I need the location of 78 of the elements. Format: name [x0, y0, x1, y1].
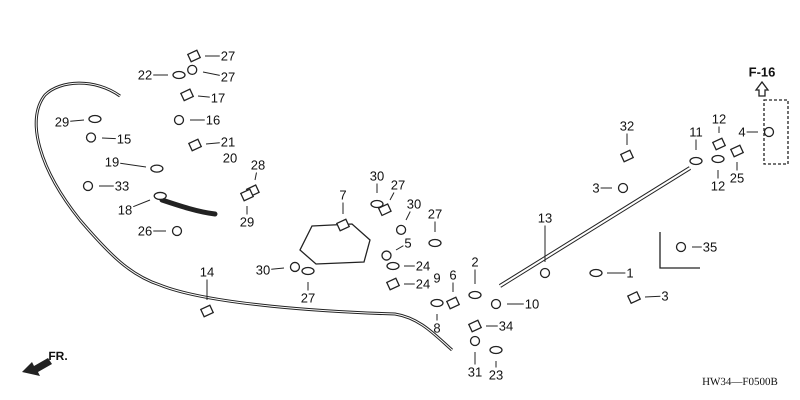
callout-number: 10: [524, 298, 540, 310]
callout-number: 4: [738, 126, 746, 138]
callout-number: 24: [416, 260, 430, 272]
leader-line: [198, 96, 210, 98]
callout-number: 13: [538, 212, 552, 224]
callout-number: 29: [240, 216, 254, 228]
leader-line: [270, 268, 284, 270]
callout-number: 12: [712, 112, 726, 126]
leader-line: [692, 246, 702, 248]
callout-number: 34: [498, 320, 514, 332]
leader-line: [152, 74, 168, 76]
callout-number: 27: [428, 208, 442, 220]
reference-label: F-16: [748, 64, 776, 80]
leader-line: [102, 138, 116, 140]
callout-number: 6: [449, 268, 457, 282]
leader-line: [396, 245, 404, 250]
leader-line: [452, 282, 454, 292]
callout-number: 30: [406, 198, 422, 210]
leader-line: [70, 120, 84, 122]
direction-label: FR.: [48, 349, 68, 363]
leader-line: [254, 172, 257, 180]
leader-line: [390, 192, 394, 200]
diagram-code: HW34—F0500B: [702, 376, 778, 388]
callout-number: 30: [256, 264, 270, 276]
callout-number: 11: [689, 126, 703, 138]
callout-number: 14: [200, 266, 214, 278]
leader-line: [544, 225, 546, 262]
callout-number: 5: [404, 236, 412, 250]
leader-line: [736, 162, 738, 171]
callout-number: 29: [54, 116, 70, 128]
leader-line: [206, 279, 208, 300]
callout-number: 33: [114, 180, 130, 192]
leader-line: [644, 296, 661, 298]
leader-line: [376, 183, 378, 194]
callout-number: 7: [339, 188, 347, 202]
callout-number: 2: [471, 256, 479, 268]
leader-line: [474, 269, 476, 284]
callout-number: 20: [222, 150, 238, 166]
callout-number: 3: [661, 290, 669, 302]
leader-line: [342, 202, 344, 214]
leader-line: [606, 272, 626, 274]
callout-number: 30: [370, 170, 384, 182]
callout-number: 27: [390, 178, 406, 192]
callout-number: 31: [468, 366, 482, 378]
leader-line: [202, 72, 220, 76]
leader-line: [434, 221, 436, 232]
leader-line: [474, 352, 476, 365]
callout-number: 17: [210, 92, 226, 104]
leader-line: [406, 211, 411, 220]
callout-number: 12: [710, 180, 726, 192]
leader-line: [436, 314, 438, 321]
leader-line: [120, 162, 146, 168]
callout-number: 15: [116, 132, 132, 146]
callout-number: 16: [206, 114, 220, 126]
callout-number: 22: [138, 68, 152, 82]
callout-number: 27: [220, 50, 236, 62]
leader-line: [626, 133, 628, 146]
callout-number: 9: [433, 270, 441, 286]
callout-number: 28: [250, 158, 266, 172]
leader-line: [132, 200, 150, 208]
callout-number: 35: [702, 240, 718, 254]
callout-number: 8: [433, 322, 441, 334]
callout-number: 18: [118, 204, 132, 216]
callout-number: 26: [138, 224, 152, 238]
leader-line: [206, 142, 220, 144]
callout-number: 27: [220, 70, 236, 84]
callout-number: 19: [104, 156, 120, 168]
leader-line: [718, 126, 720, 134]
callout-number: 27: [300, 292, 316, 304]
callout-number: 21: [220, 136, 236, 148]
callout-number: 24: [416, 278, 430, 290]
callout-number: 25: [730, 172, 744, 184]
callout-number: 1: [626, 266, 634, 280]
callout-number: 32: [620, 120, 634, 132]
leader-line: [246, 206, 248, 215]
callout-number: 23: [488, 368, 504, 382]
leader-line: [152, 230, 166, 232]
callout-number: 3: [592, 182, 600, 194]
